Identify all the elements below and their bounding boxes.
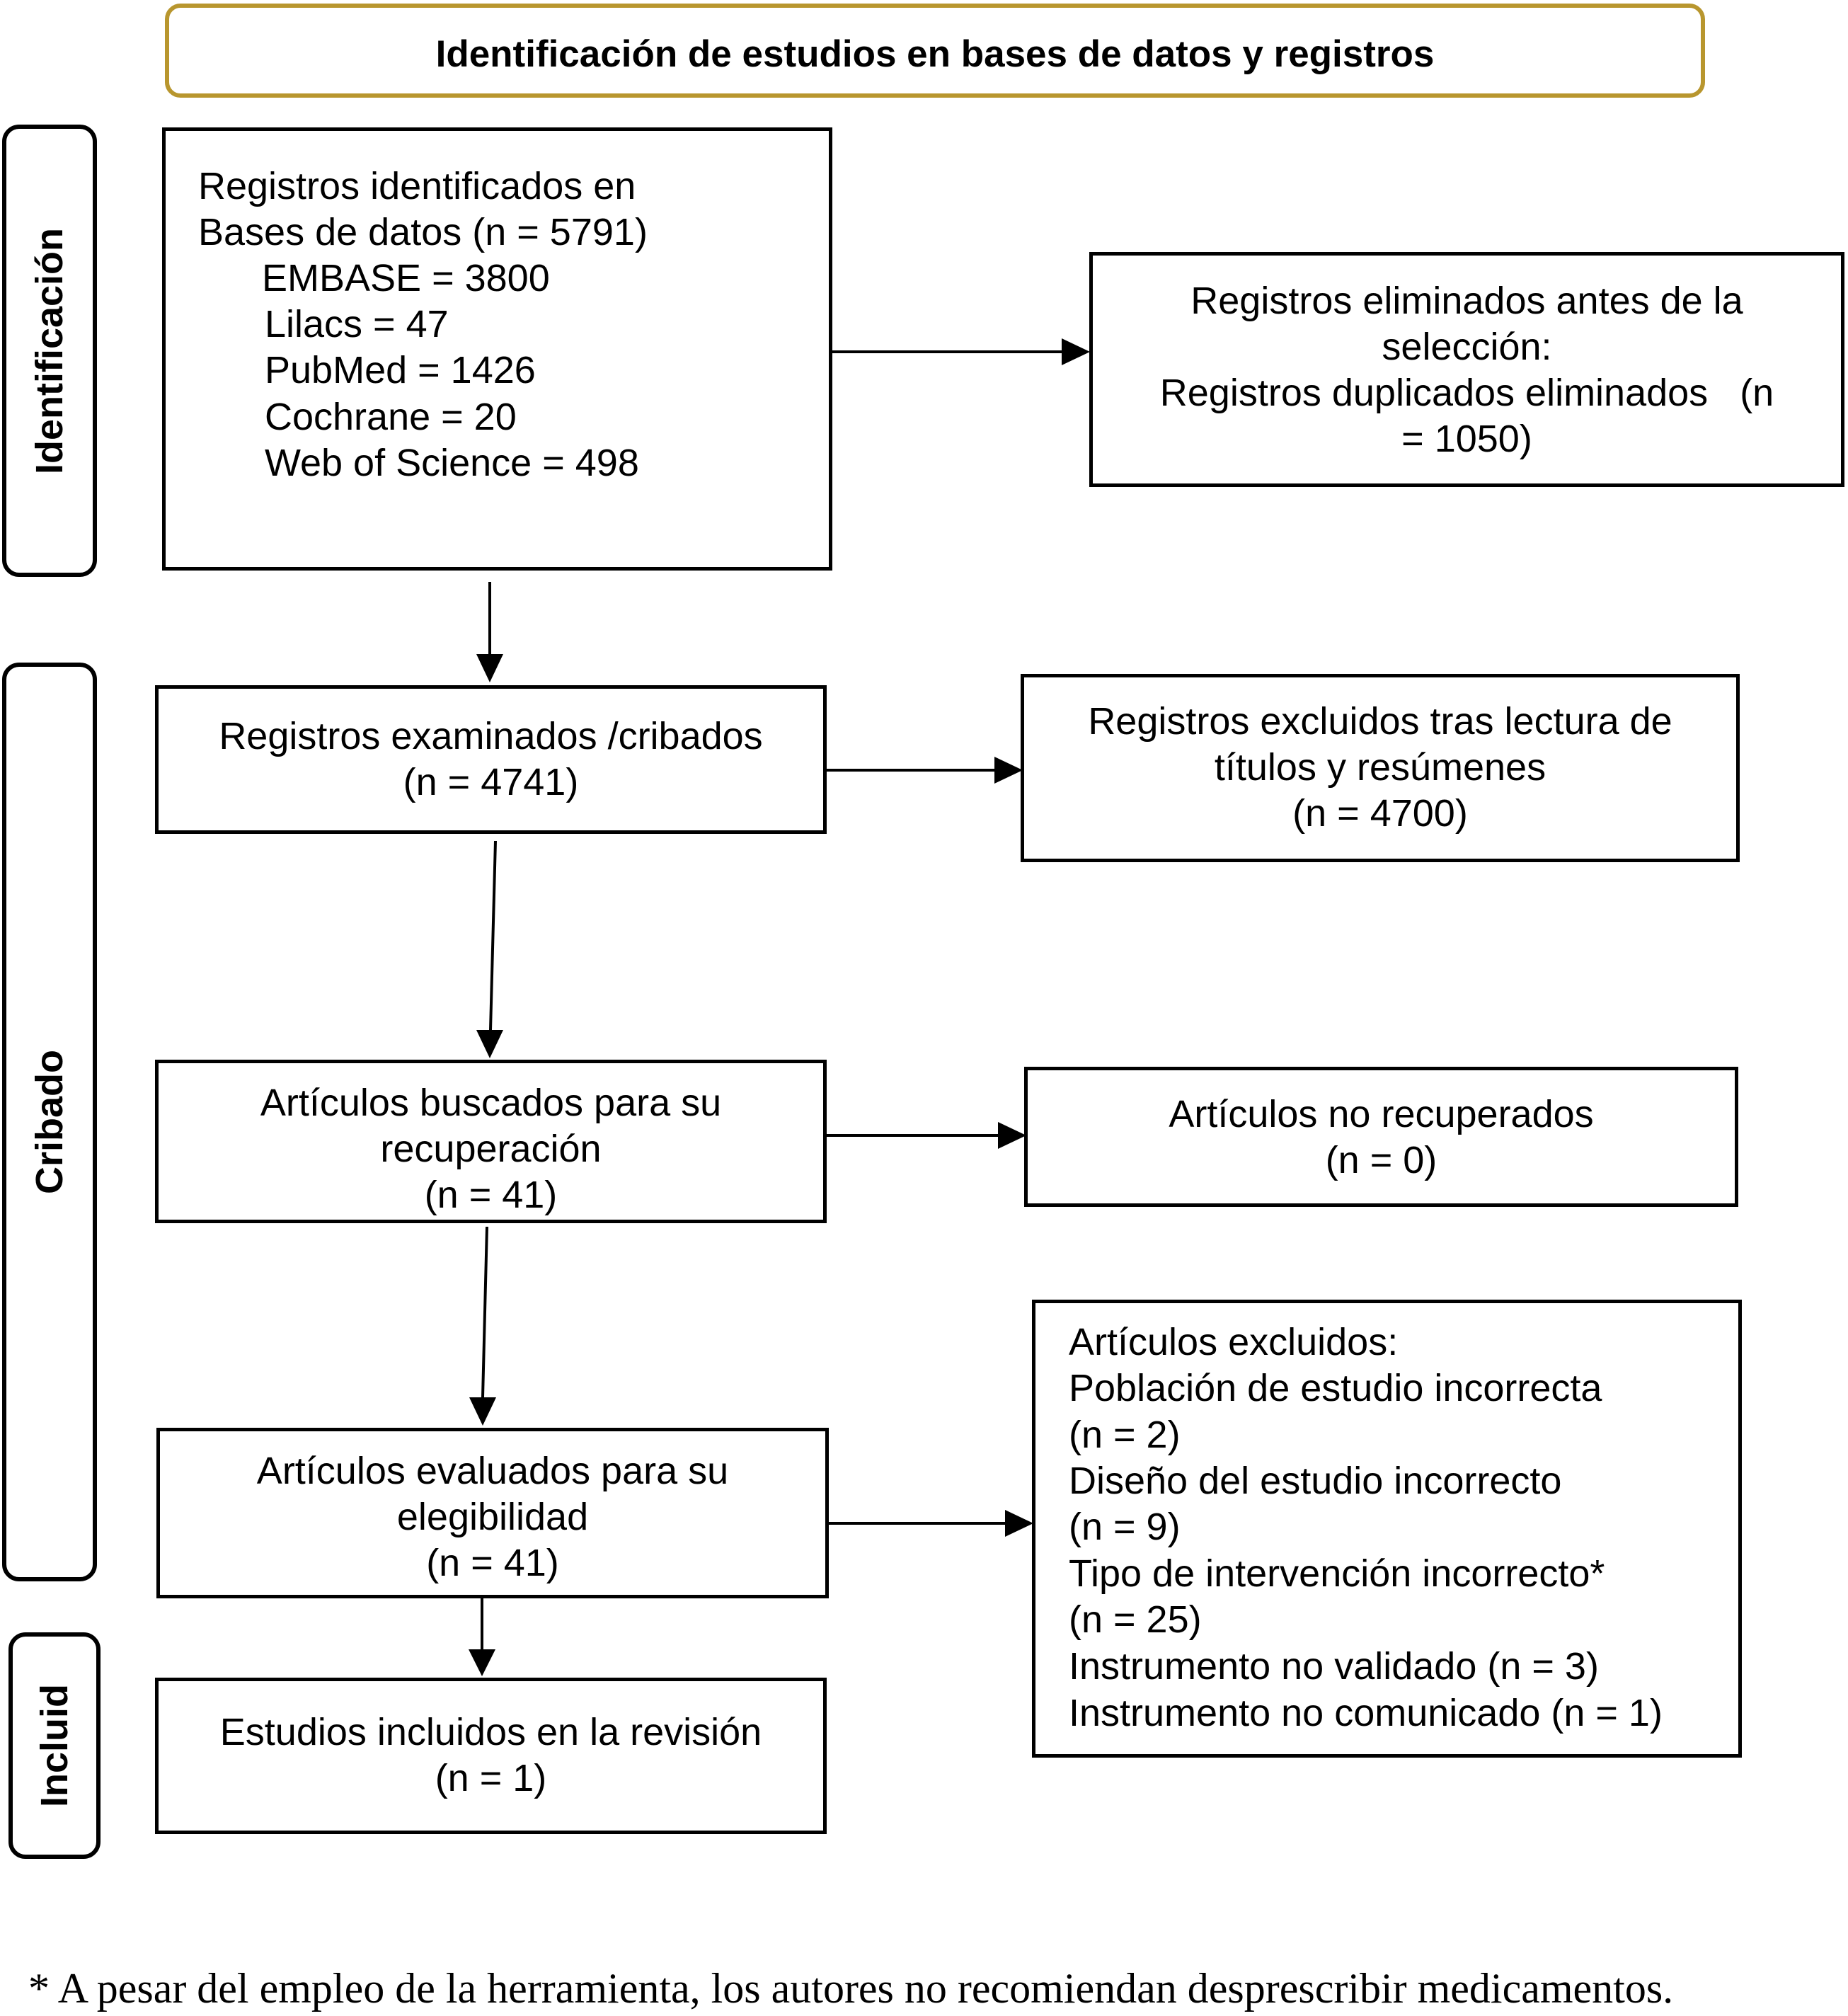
- arrowhead: [1062, 338, 1090, 365]
- arrowhead: [998, 1122, 1026, 1149]
- excluded-articles-line: Tipo de intervención incorrecto*: [1069, 1552, 1605, 1595]
- not-retrieved-line1: Artículos no recuperados: [1169, 1093, 1594, 1135]
- excluded-articles-box: [1032, 1300, 1742, 1758]
- removed-line2: selección:: [1382, 326, 1552, 368]
- screened-line1: Registros examinados /cribados: [219, 715, 763, 757]
- not-retrieved-line2: (n = 0): [1325, 1139, 1437, 1181]
- excluded-articles-line: Instrumento no comunicado (n = 1): [1069, 1692, 1663, 1734]
- removed-line3: Registros duplicados eliminados (n: [1159, 372, 1774, 414]
- arrowhead: [1005, 1510, 1033, 1537]
- screened-records-box: [155, 685, 827, 834]
- excluded-titles-line3: (n = 4700): [1292, 792, 1468, 835]
- assessed-articles-box: [156, 1428, 829, 1598]
- sought-line2: recuperación: [380, 1128, 602, 1170]
- arrowhead: [994, 757, 1023, 784]
- phase-included: Incluid: [8, 1632, 101, 1859]
- screened-line2: (n = 4741): [403, 761, 579, 803]
- arrowhead: [469, 1397, 496, 1426]
- footnote: * A pesar del empleo de la herramienta, …: [28, 1965, 1674, 2012]
- excluded-articles-line: Población de estudio incorrecta: [1069, 1367, 1602, 1409]
- excluded-articles-line: Instrumento no validado (n = 3): [1069, 1645, 1599, 1688]
- excluded-articles-line: (n = 2): [1069, 1414, 1181, 1456]
- source-web-of-science: Web of Science = 498: [265, 442, 639, 484]
- removed-line1: Registros eliminados antes de la: [1190, 280, 1743, 322]
- header-title: Identificación de estudios en bases de d…: [435, 33, 1435, 75]
- arrow-sought-to-assessed: [481, 1226, 488, 1398]
- sought-articles-box: [155, 1060, 827, 1223]
- arrowhead: [469, 1649, 495, 1676]
- source-pubmed: PubMed = 1426: [265, 349, 536, 391]
- excluded-articles-line: (n = 25): [1069, 1598, 1202, 1641]
- excluded-articles-line: Diseño del estudio incorrecto: [1069, 1460, 1562, 1502]
- identified-records-box: [162, 127, 832, 571]
- arrowhead: [476, 1030, 503, 1058]
- sought-line3: (n = 41): [424, 1174, 558, 1216]
- excluded-titles-line2: títulos y resúmenes: [1214, 746, 1546, 789]
- included-line1: Estudios incluidos en la revisión: [219, 1711, 762, 1753]
- assessed-line1: Artículos evaluados para su: [256, 1450, 729, 1492]
- excluded-articles-line: Artículos excluidos:: [1069, 1321, 1399, 1363]
- arrow-screened-to-sought: [489, 840, 497, 1031]
- sought-line1: Artículos buscados para su: [260, 1082, 722, 1124]
- phase-identification: Identificación: [2, 125, 97, 577]
- arrowhead: [476, 654, 503, 682]
- assessed-line3: (n = 41): [426, 1542, 559, 1584]
- included-line2: (n = 1): [435, 1757, 547, 1799]
- removed-records-box: [1089, 252, 1844, 487]
- source-lilacs: Lilacs = 47: [265, 303, 449, 345]
- phase-screening: Cribado: [2, 663, 97, 1581]
- excluded-titles-box: [1021, 674, 1740, 862]
- source-embase: EMBASE = 3800: [262, 257, 550, 299]
- included-studies-box: [155, 1678, 827, 1834]
- excluded-articles-line: (n = 9): [1069, 1506, 1181, 1548]
- source-cochrane: Cochrane = 20: [265, 396, 517, 438]
- removed-line4: = 1050): [1401, 418, 1532, 460]
- identified-line1: Registros identificados en: [198, 165, 636, 207]
- diagram-header: Identificación de estudios en bases de d…: [165, 4, 1705, 98]
- identified-line2: Bases de datos (n = 5791): [198, 211, 648, 253]
- assessed-line2: elegibilidad: [396, 1496, 589, 1538]
- not-retrieved-box: [1024, 1067, 1738, 1207]
- excluded-titles-line1: Registros excluidos tras lectura de: [1088, 700, 1672, 743]
